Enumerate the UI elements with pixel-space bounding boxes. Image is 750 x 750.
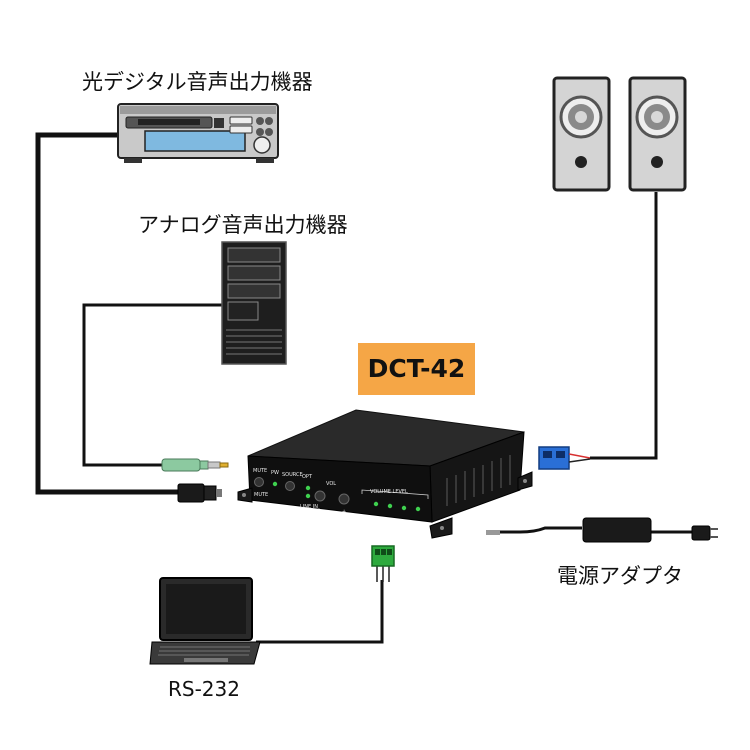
speaker-right — [628, 76, 687, 192]
source-button — [285, 481, 295, 491]
panel-label-mute: MUTE — [253, 468, 267, 474]
speaker-terminal — [538, 446, 591, 470]
panel-label-minus: - — [318, 506, 320, 512]
panel-label-pw: PW — [271, 470, 279, 476]
opt-led — [305, 485, 311, 491]
model-badge: DCT-42 — [358, 343, 475, 395]
panel-label-line-in: LINE IN — [300, 504, 318, 510]
panel-label-plus: + — [342, 509, 346, 515]
level-led-3 — [401, 505, 407, 511]
speaker-cable — [590, 192, 658, 460]
power-adapter-label: 電源アダプタ — [557, 564, 683, 588]
level-led-1 — [373, 501, 379, 507]
panel-label-mute-button: MUTE — [254, 492, 268, 498]
power-cable — [488, 526, 582, 534]
mute-button — [254, 477, 264, 487]
level-led-4 — [415, 506, 421, 512]
line-in-led — [305, 493, 311, 499]
rs232-terminal — [371, 545, 395, 567]
optical-plug — [177, 483, 222, 503]
optical-audio-device — [117, 103, 279, 163]
laptop — [149, 577, 261, 665]
vol-plus-button — [338, 493, 350, 505]
rs232-label: RS-232 — [168, 677, 240, 701]
rs232-wires — [376, 565, 390, 582]
panel-label-opt: OPT — [302, 474, 313, 480]
speaker-left — [552, 76, 611, 192]
level-led-2 — [387, 503, 393, 509]
rs232-cable — [256, 580, 384, 644]
analog-audio-device — [221, 241, 287, 365]
optical-cable — [35, 132, 180, 495]
panel-label-volume-level: VOLUME LEVEL — [370, 489, 408, 495]
analog-jack — [161, 458, 229, 472]
analog-source-label: アナログ音声出力機器 — [138, 213, 348, 237]
dct42-device: MUTE PW SOURCE OPT LINE IN VOL VOLUME LE… — [237, 409, 533, 539]
analog-cable — [82, 303, 222, 467]
pw-led — [272, 481, 278, 487]
power-adapter — [486, 517, 718, 543]
optical-source-label: 光デジタル音声出力機器 — [82, 70, 313, 94]
panel-label-vol: VOL — [326, 481, 336, 487]
panel-label-source: SOURCE — [282, 472, 303, 478]
vol-minus-button — [314, 490, 326, 502]
